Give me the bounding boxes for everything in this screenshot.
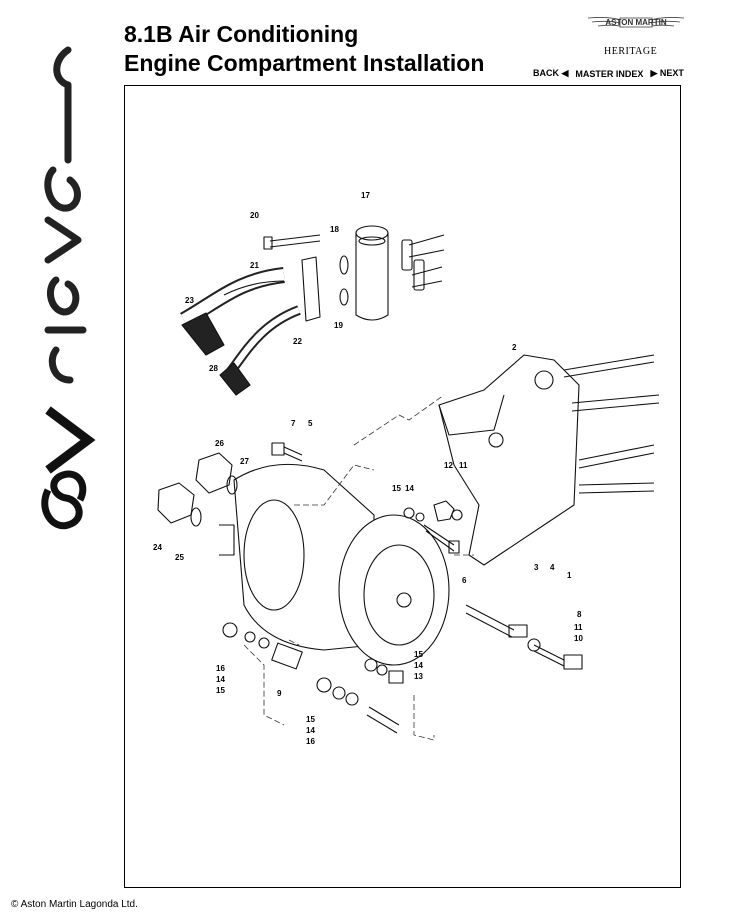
group-label-14b: 14 [216,675,225,684]
copyright-notice: © Aston Martin Lagonda Ltd. [11,899,138,910]
callout-7: 7 [291,419,296,428]
group-label-10: 10 [574,634,583,643]
group-label-13: 13 [414,672,423,681]
callout-2: 2 [512,343,517,352]
group-label-15c: 15 [414,650,423,659]
logo-wordmark: ASTON MARTIN [605,18,666,27]
callout-26: 26 [215,439,224,448]
callout-24: 24 [153,543,162,552]
callout-19: 19 [334,321,343,330]
ac-compressor-exploded-diagram: 1 2 3 4 5 6 7 9 17 18 19 20 21 22 23 24 … [153,191,660,746]
title-line-2: Engine Compartment Installation [124,50,485,76]
aston-martin-wings-logo: ASTON MARTIN [587,17,685,28]
master-index-link[interactable]: MASTER INDEX [575,68,644,79]
callout-27: 27 [240,457,249,466]
callout-17: 17 [361,191,370,200]
heritage-label: HERITAGE [604,46,658,57]
callout-28: 28 [209,364,218,373]
group-label-8: 8 [577,610,582,619]
group-label-16b: 16 [306,737,315,746]
callout-4: 4 [550,563,555,572]
group-label-15b: 15 [216,686,225,695]
group-label-15d: 15 [306,715,315,724]
group-label-14d: 14 [306,726,315,735]
callout-18: 18 [330,225,339,234]
callout-labels: 1 2 3 4 5 6 7 9 17 18 19 20 21 22 23 24 … [153,191,583,746]
group-label-11a: 11 [459,461,468,470]
group-label-16a: 16 [216,664,225,673]
callout-23: 23 [185,296,194,305]
group-label-11b: 11 [574,623,583,632]
callout-1: 1 [567,571,572,580]
callout-3: 3 [534,563,539,572]
callout-6: 6 [462,576,467,585]
callout-20: 20 [250,211,259,220]
callout-21: 21 [250,261,259,270]
v8-volante-side-logo [41,46,96,530]
diagram-frame [124,85,681,888]
group-label-14c: 14 [414,661,423,670]
next-link[interactable]: ▶ NEXT [650,68,684,78]
callout-25: 25 [175,553,184,562]
group-label-15a: 15 [392,484,401,493]
page-navigation: BACK ◀ MASTER INDEX ▶ NEXT [533,68,684,79]
callout-9: 9 [277,689,282,698]
page-title: 8.1B Air Conditioning Engine Compartment… [124,20,484,78]
callout-5: 5 [308,419,313,428]
back-link[interactable]: BACK ◀ [533,68,569,78]
group-label-12: 12 [444,461,453,470]
group-label-14a: 14 [405,484,414,493]
callout-22: 22 [293,337,302,346]
title-line-1: 8.1B Air Conditioning [124,21,359,47]
